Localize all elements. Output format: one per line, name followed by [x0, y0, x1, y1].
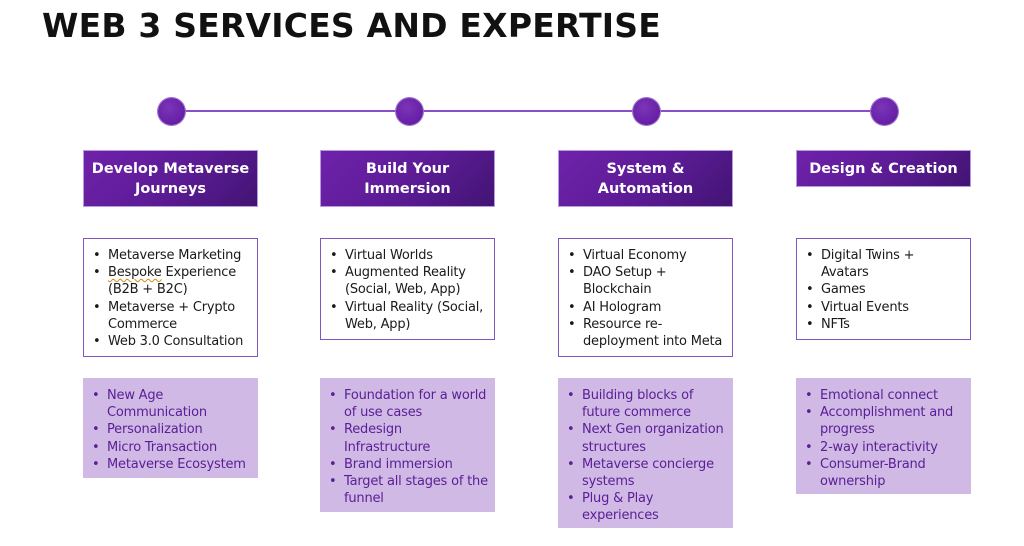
service-item: Digital Twins + Avatars [803, 247, 964, 281]
service-item: DAO Setup + Blockchain [565, 264, 726, 298]
service-item: Resource re-deployment into Meta [565, 316, 726, 350]
service-item: Virtual Economy [565, 247, 726, 264]
service-item: Web 3.0 Consultation [90, 333, 251, 350]
benefit-item: Consumer-Brand ownership [802, 456, 965, 490]
service-item: Virtual Events [803, 299, 964, 316]
benefit-item: Metaverse concierge systems [564, 456, 727, 490]
column-header: Build Your Immersion [320, 150, 495, 207]
service-item: Virtual Reality (Social, Web, App) [327, 299, 488, 333]
service-item: Metaverse + Crypto Commerce [90, 299, 251, 333]
benefits-box: Building blocks of future commerce Next … [558, 378, 733, 528]
benefits-box: Foundation for a world of use cases Rede… [320, 378, 495, 512]
services-box: Virtual Worlds Augmented Reality (Social… [320, 238, 495, 340]
service-item: Bespoke Experience (B2B + B2C) [90, 264, 251, 298]
page-title: WEB 3 SERVICES AND EXPERTISE [42, 6, 661, 45]
column-header: Develop Metaverse Journeys [83, 150, 258, 207]
benefit-item: Redesign Infrastructure [326, 421, 489, 455]
benefit-item: 2-way interactivity [802, 439, 965, 456]
service-item: Augmented Reality (Social, Web, App) [327, 264, 488, 298]
timeline-dot-2 [396, 98, 423, 125]
benefit-item: Micro Transaction [89, 439, 252, 456]
benefit-item: Next Gen organization structures [564, 421, 727, 455]
benefit-item: Target all stages of the funnel [326, 473, 489, 507]
services-box: Metaverse Marketing Bespoke Experience (… [83, 238, 258, 357]
service-item: Virtual Worlds [327, 247, 488, 264]
benefits-box: Emotional connect Accomplishment and pro… [796, 378, 971, 494]
column-header: Design & Creation [796, 150, 971, 187]
benefit-item: New Age Communication [89, 387, 252, 421]
benefit-item: Personalization [89, 421, 252, 438]
service-item: Games [803, 281, 964, 298]
benefit-item: Emotional connect [802, 387, 965, 404]
column-header: System & Automation [558, 150, 733, 207]
benefit-item: Brand immersion [326, 456, 489, 473]
benefits-box: New Age Communication Personalization Mi… [83, 378, 258, 478]
benefit-item: Metaverse Ecosystem [89, 456, 252, 473]
service-item: AI Hologram [565, 299, 726, 316]
benefit-item: Accomplishment and progress [802, 404, 965, 438]
benefit-item: Plug & Play experiences [564, 490, 727, 524]
timeline-dot-1 [158, 98, 185, 125]
spellcheck-word: Bespoke [108, 265, 162, 281]
timeline-dot-3 [633, 98, 660, 125]
benefit-item: Foundation for a world of use cases [326, 387, 489, 421]
benefit-item: Building blocks of future commerce [564, 387, 727, 421]
services-box: Digital Twins + Avatars Games Virtual Ev… [796, 238, 971, 340]
timeline-dot-4 [871, 98, 898, 125]
service-item: Metaverse Marketing [90, 247, 251, 264]
service-item: NFTs [803, 316, 964, 333]
services-box: Virtual Economy DAO Setup + Blockchain A… [558, 238, 733, 357]
timeline-line [171, 110, 884, 112]
